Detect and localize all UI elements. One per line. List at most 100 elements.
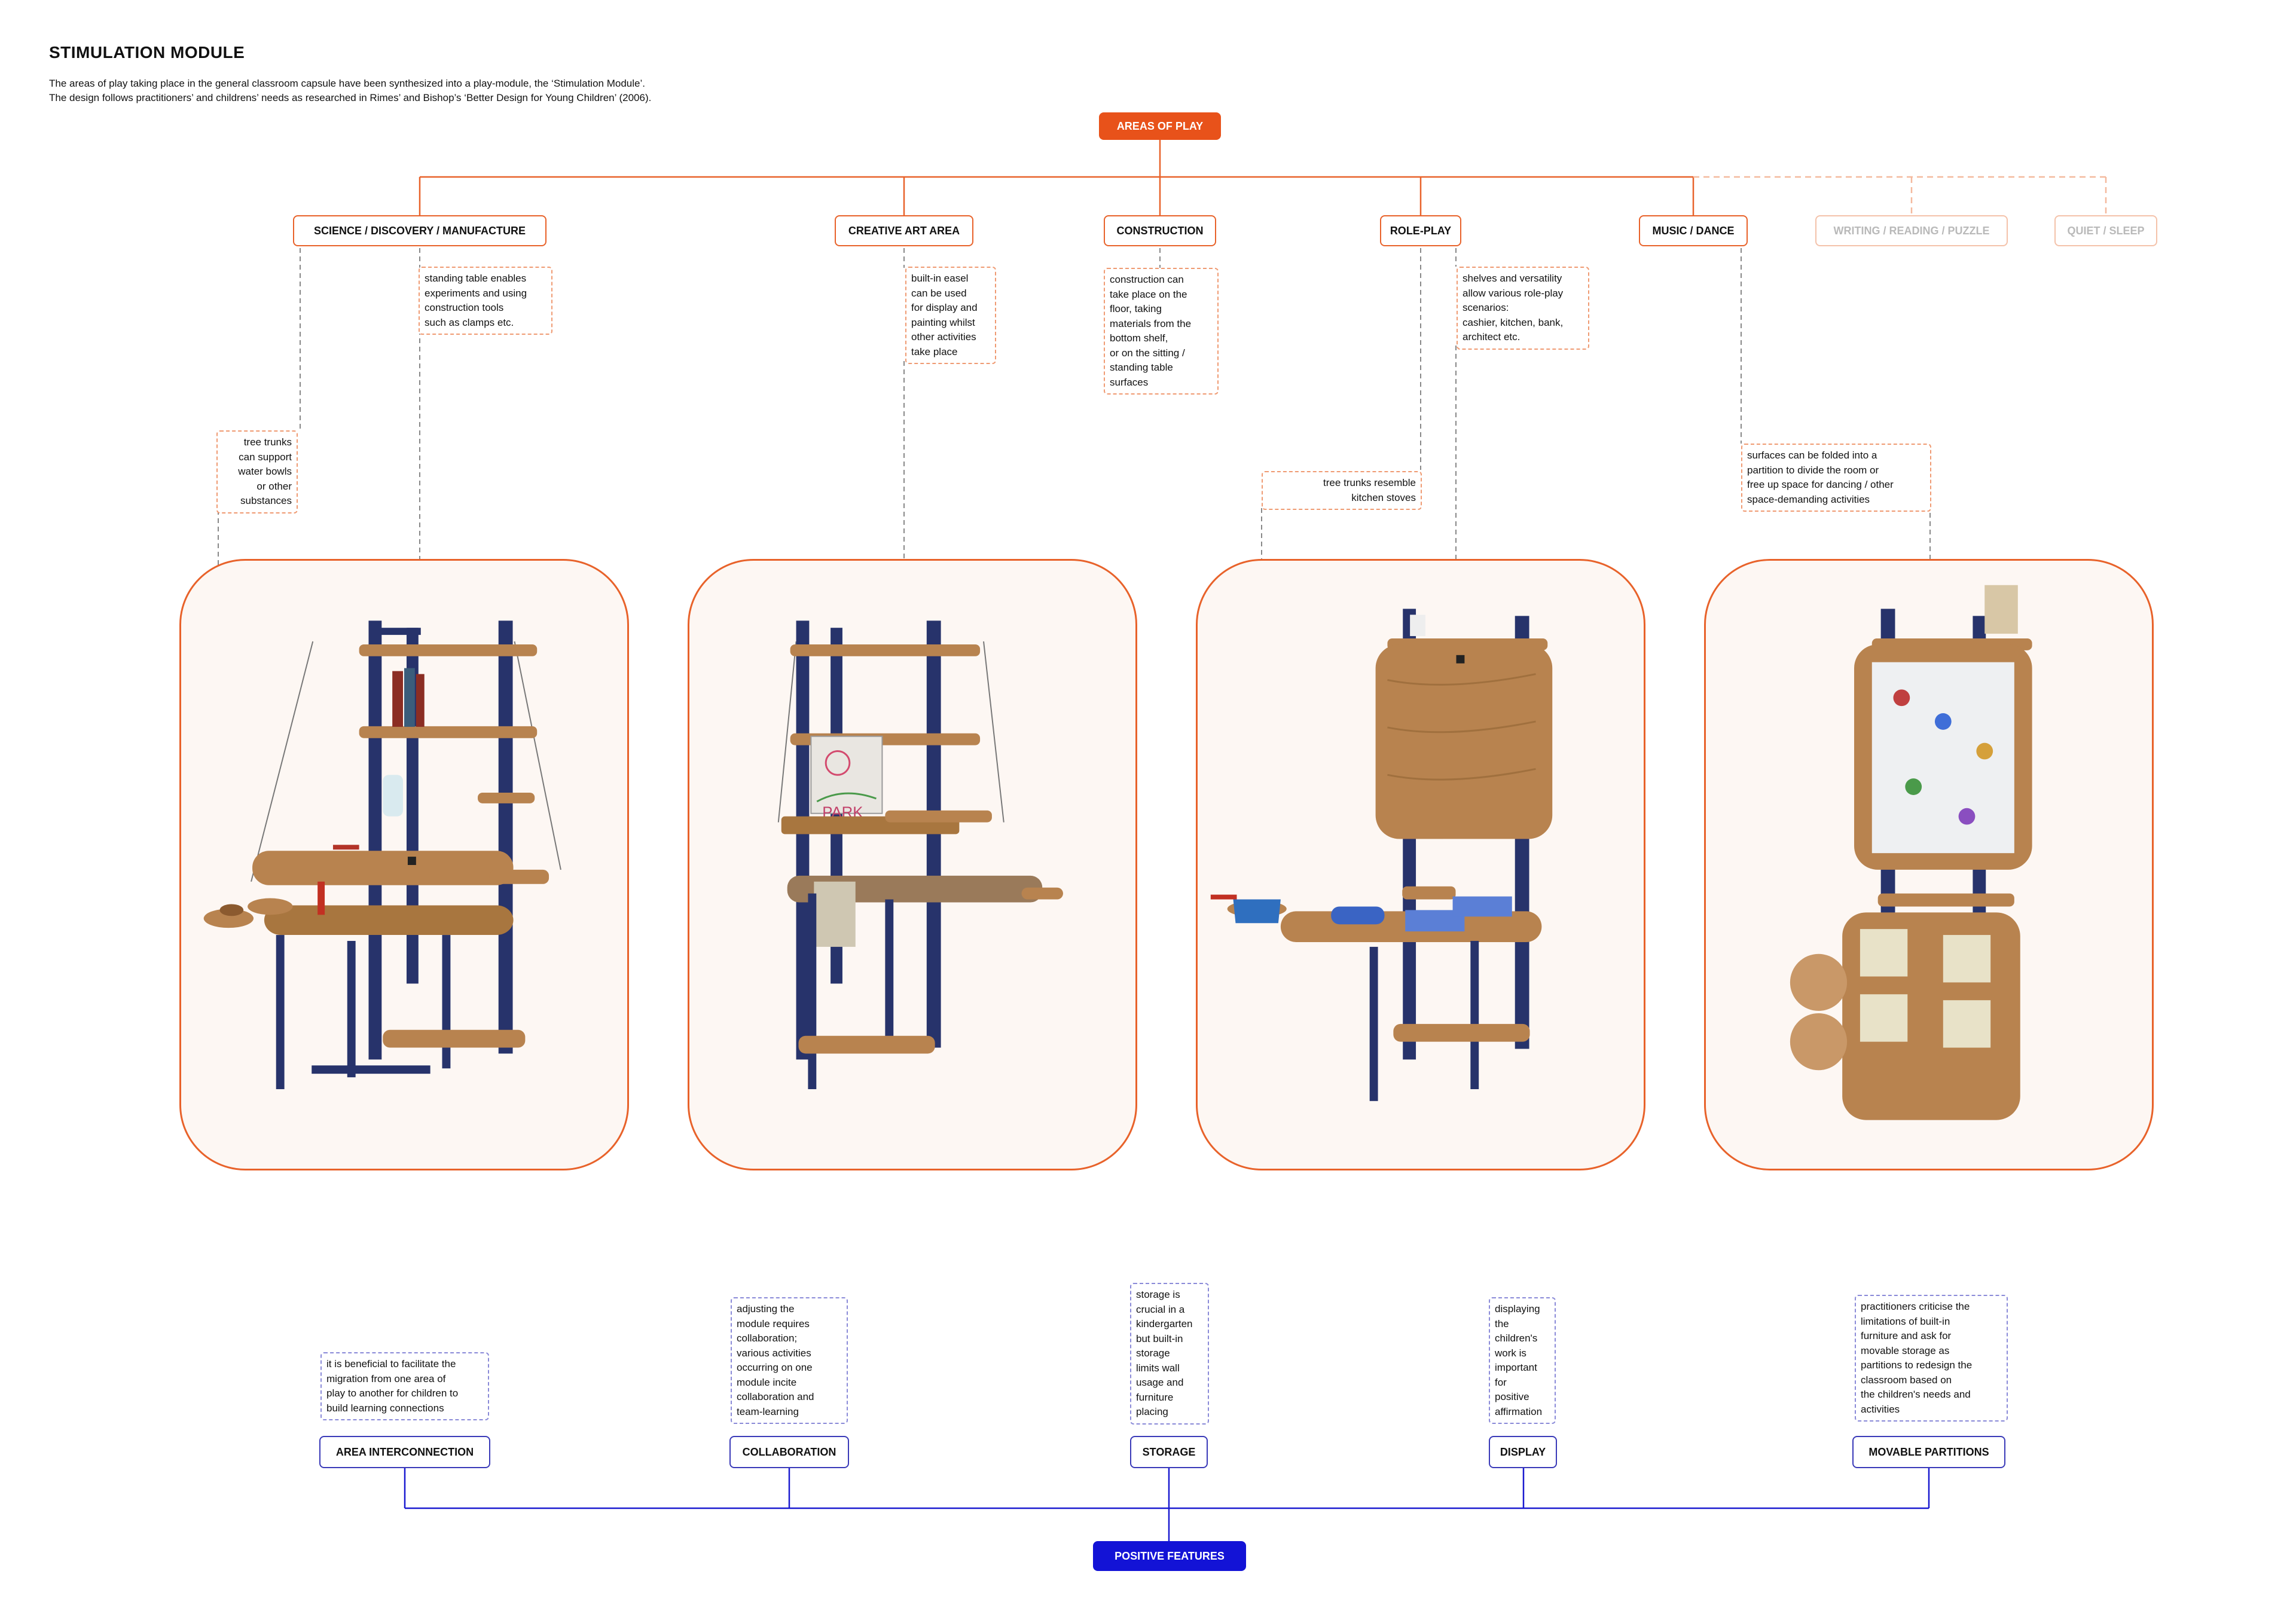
feature-movable-partitions: MOVABLE PARTITIONS — [1852, 1436, 2005, 1468]
note-line: kindergarten — [1136, 1318, 1193, 1329]
note-line: bottom shelf, — [1110, 332, 1168, 344]
note-construction: construction can take place on the floor… — [1104, 268, 1219, 395]
note-line: tree trunks — [243, 436, 292, 448]
note-line: collaboration and — [737, 1391, 814, 1402]
note-line: important — [1495, 1362, 1537, 1373]
module-panel-role-play — [1196, 559, 1645, 1170]
positive-features-root: POSITIVE FEATURES — [1093, 1541, 1246, 1571]
note-line: standing table — [1110, 362, 1173, 373]
note-line: work is — [1495, 1347, 1526, 1359]
note-science-table: standing table enables experiments and u… — [419, 267, 552, 335]
note-line: classroom based on — [1861, 1374, 1952, 1386]
note-line: migration from one area of — [326, 1373, 446, 1384]
note-line: but built-in — [1136, 1332, 1183, 1344]
page-title: STIMULATION MODULE — [49, 43, 245, 62]
note-roleplay-shelves: shelves and versatility allow various ro… — [1457, 267, 1589, 350]
note-line: construction tools — [425, 302, 504, 313]
note-line: movable storage as — [1861, 1344, 1950, 1356]
area-music-dance: MUSIC / DANCE — [1639, 215, 1748, 246]
note-line: scenarios: — [1463, 302, 1509, 313]
note-line: adjusting the — [737, 1303, 795, 1315]
note-line: children's — [1495, 1332, 1538, 1344]
note-line: standing table enables — [425, 273, 527, 284]
intro-line: The design follows practitioners’ and ch… — [49, 92, 652, 103]
note-line: storage is — [1136, 1289, 1180, 1300]
note-line: module incite — [737, 1376, 797, 1388]
note-line: architect etc. — [1463, 331, 1521, 343]
note-line: other activities — [911, 331, 976, 343]
feature-storage: STORAGE — [1130, 1436, 1208, 1468]
note-line: space-demanding activities — [1747, 493, 1870, 505]
note-storage: storage is crucial in a kindergarten but… — [1130, 1283, 1209, 1425]
note-roleplay-trunks: tree trunks resemble kitchen stoves — [1262, 471, 1422, 510]
note-line: for display and — [911, 302, 978, 313]
note-line: surfaces can be folded into a — [1747, 450, 1877, 461]
note-line: or on the sitting / — [1110, 347, 1185, 359]
note-line: partitions to redesign the — [1861, 1359, 1973, 1371]
note-line: take place on the — [1110, 288, 1187, 300]
note-line: limits wall — [1136, 1362, 1180, 1374]
note-line: activities — [1861, 1403, 1900, 1415]
intro-line: The areas of play taking place in the ge… — [49, 78, 645, 89]
note-line: or other — [257, 480, 292, 492]
note-line: furniture — [1136, 1391, 1174, 1403]
module-render-role-play — [1210, 609, 1553, 1101]
note-line: build learning connections — [326, 1402, 444, 1414]
note-line: positive — [1495, 1391, 1529, 1402]
note-line: collaboration; — [737, 1332, 798, 1344]
note-line: free up space for dancing / other — [1747, 479, 1894, 490]
note-line: experiments and using — [425, 287, 527, 299]
intro-text: The areas of play taking place in the ge… — [49, 77, 1006, 105]
note-line: the children's needs and — [1861, 1389, 1971, 1400]
note-line: cashier, kitchen, bank, — [1463, 316, 1564, 328]
note-music: surfaces can be folded into a partition … — [1741, 444, 1931, 512]
note-collaboration: adjusting the module requires collaborat… — [731, 1297, 848, 1424]
module-panel-art: PARK — [688, 559, 1137, 1170]
areas-of-play-root: AREAS OF PLAY — [1099, 112, 1221, 140]
note-line: for — [1495, 1376, 1507, 1388]
note-line: allow various role-play — [1463, 287, 1564, 299]
note-line: placing — [1136, 1406, 1168, 1417]
note-line: floor, taking — [1110, 303, 1162, 314]
note-art-easel: built-in easel can be used for display a… — [905, 267, 996, 364]
area-quiet-sleep: QUIET / SLEEP — [2054, 215, 2157, 246]
note-science-trunks: tree trunks can support water bowls or o… — [216, 430, 298, 514]
note-line: the — [1495, 1318, 1509, 1329]
note-line: such as clamps etc. — [425, 316, 514, 328]
note-line: affirmation — [1495, 1405, 1543, 1417]
note-line: substances — [240, 495, 292, 506]
note-line: play to another for children to — [326, 1387, 459, 1399]
note-area-interconnection: it is beneficial to facilitate the migra… — [320, 1352, 489, 1420]
area-role-play: ROLE-PLAY — [1380, 215, 1461, 246]
module-render-science — [203, 621, 561, 1089]
module-panel-science — [179, 559, 629, 1170]
note-line: it is beneficial to facilitate the — [326, 1358, 456, 1370]
note-movable-partitions: practitioners criticise the limitations … — [1855, 1295, 2008, 1422]
note-line: built-in easel — [911, 273, 969, 284]
note-line: team-learning — [737, 1405, 799, 1417]
note-line: various activities — [737, 1347, 811, 1359]
note-line: displaying — [1495, 1303, 1540, 1315]
area-science: SCIENCE / DISCOVERY / MANUFACTURE — [293, 215, 546, 246]
note-line: storage — [1136, 1347, 1170, 1359]
feature-area-interconnection: AREA INTERCONNECTION — [319, 1436, 490, 1468]
note-line: materials from the — [1110, 317, 1192, 329]
note-line: can be used — [911, 287, 967, 299]
area-construction: CONSTRUCTION — [1104, 215, 1216, 246]
note-line: painting whilst — [911, 316, 975, 328]
module-panel-music — [1704, 559, 2154, 1170]
note-line: tree trunks resemble — [1323, 477, 1416, 488]
area-writing-reading: WRITING / READING / PUZZLE — [1815, 215, 2008, 246]
feature-collaboration: COLLABORATION — [729, 1436, 849, 1468]
note-line: can support — [239, 451, 292, 463]
note-line: furniture and ask for — [1861, 1330, 1952, 1341]
module-render-music — [1790, 585, 2032, 1120]
note-line: partition to divide the room or — [1747, 464, 1879, 476]
note-line: water bowls — [238, 466, 292, 477]
note-line: take place — [911, 346, 958, 357]
note-line: practitioners criticise the — [1861, 1301, 1970, 1312]
module-render-art: PARK — [777, 621, 1063, 1089]
note-line: limitations of built-in — [1861, 1315, 1950, 1327]
note-line: shelves and versatility — [1463, 273, 1562, 284]
feature-display: DISPLAY — [1489, 1436, 1557, 1468]
